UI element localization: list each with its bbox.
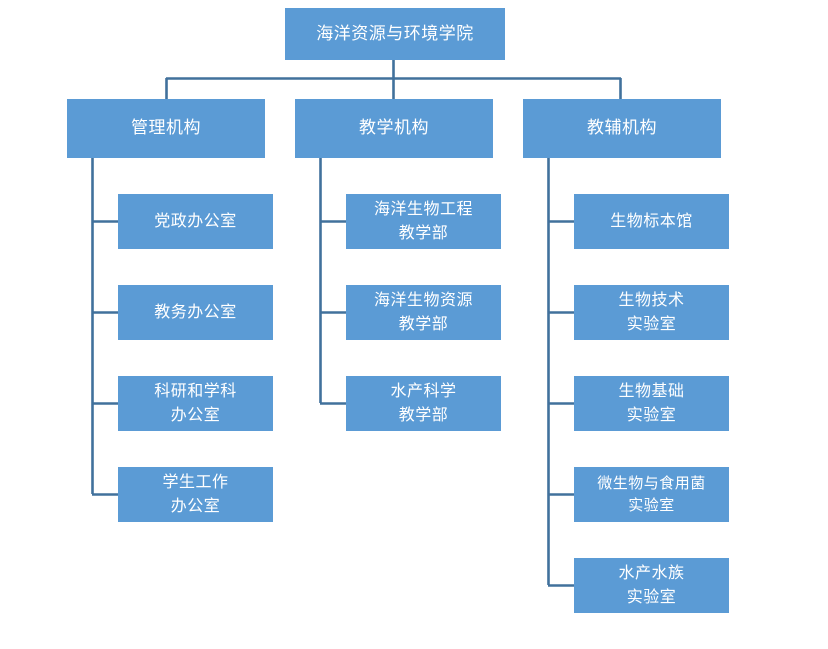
org-node-leaf-marine-bioresources-dept[interactable]: 海洋生物资源 教学部 [346, 285, 501, 340]
org-node-leaf-biotechnology-lab[interactable]: 生物技术 实验室 [574, 285, 729, 340]
org-node-leaf-microbiology-edible-fungi-lab[interactable]: 微生物与食用菌 实验室 [574, 467, 729, 522]
org-node-leaf-academic-affairs-office[interactable]: 教务办公室 [118, 285, 273, 340]
org-node-branch-teaching[interactable]: 教学机构 [295, 99, 493, 158]
org-node-branch-support[interactable]: 教辅机构 [523, 99, 721, 158]
org-node-leaf-student-affairs-office[interactable]: 学生工作 办公室 [118, 467, 273, 522]
org-node-leaf-biological-specimen-museum[interactable]: 生物标本馆 [574, 194, 729, 249]
org-node-branch-management[interactable]: 管理机构 [67, 99, 265, 158]
org-node-leaf-fisheries-science-dept[interactable]: 水产科学 教学部 [346, 376, 501, 431]
org-node-leaf-basic-biology-lab[interactable]: 生物基础 实验室 [574, 376, 729, 431]
org-node-leaf-party-admin-office[interactable]: 党政办公室 [118, 194, 273, 249]
org-node-leaf-marine-bioengineering-dept[interactable]: 海洋生物工程 教学部 [346, 194, 501, 249]
org-node-leaf-research-discipline-office[interactable]: 科研和学科 办公室 [118, 376, 273, 431]
org-node-root[interactable]: 海洋资源与环境学院 [285, 8, 505, 60]
org-node-leaf-aquaculture-aquarium-lab[interactable]: 水产水族 实验室 [574, 558, 729, 613]
